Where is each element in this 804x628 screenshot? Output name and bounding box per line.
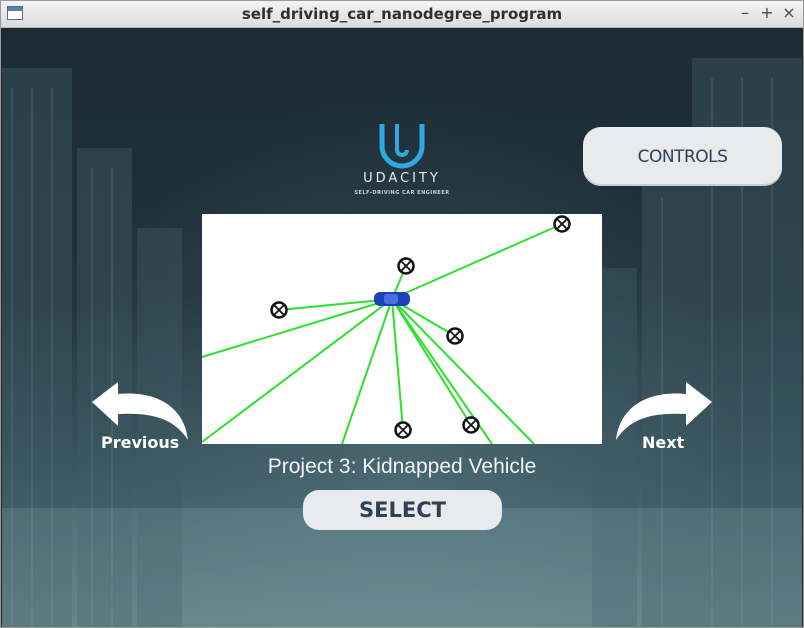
logo-subtitle: SELF-DRIVING CAR ENGINEER xyxy=(354,190,450,196)
next-arrow-icon[interactable] xyxy=(614,380,714,450)
previous-arrow-icon[interactable] xyxy=(90,380,190,450)
window-title: self_driving_car_nanodegree_program xyxy=(241,5,563,23)
project-title: Project 3: Kidnapped Vehicle xyxy=(267,455,537,478)
controls-button[interactable]: CONTROLS xyxy=(583,127,782,186)
app-window-icon xyxy=(7,6,23,20)
close-button[interactable]: × xyxy=(782,3,796,22)
maximize-button[interactable]: + xyxy=(760,3,774,22)
previous-label[interactable]: Previous xyxy=(101,433,180,452)
select-button[interactable]: SELECT xyxy=(303,490,502,530)
logo-brand-text: UDACITY xyxy=(363,171,441,186)
title-bar: self_driving_car_nanodegree_program – + … xyxy=(1,1,803,28)
minimize-button[interactable]: – xyxy=(741,3,749,22)
next-label[interactable]: Next xyxy=(642,433,685,452)
udacity-logo-icon xyxy=(379,124,425,169)
simulator-menu: UDACITY SELF-DRIVING CAR ENGINEER CONTRO… xyxy=(2,28,802,627)
project-preview-image xyxy=(202,214,602,444)
